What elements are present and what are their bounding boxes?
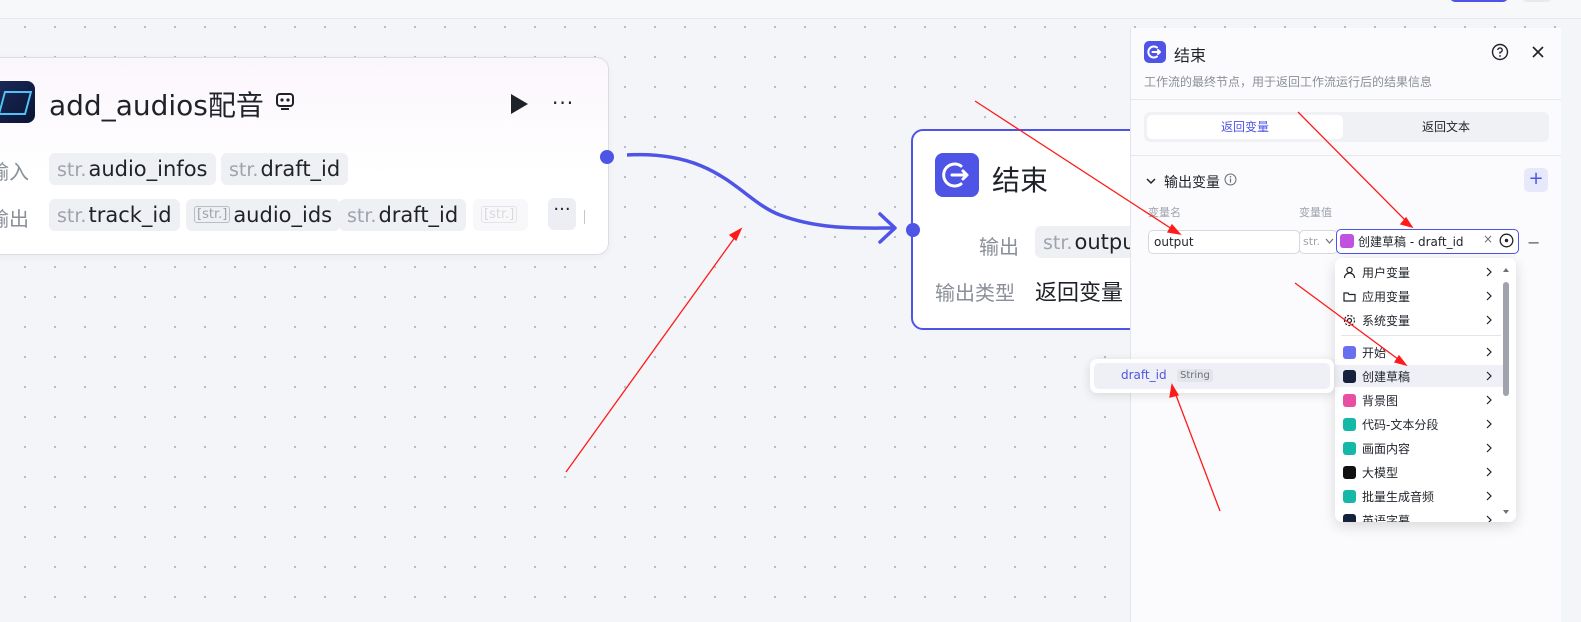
top-toolbar	[0, 0, 1581, 19]
node-title: 结束	[992, 164, 1049, 197]
chevron-right-icon	[1486, 491, 1492, 501]
annotation-arrow	[565, 232, 739, 473]
variable-name-input[interactable]: output	[1148, 230, 1300, 254]
output-type-label: 输出类型	[935, 281, 1015, 305]
dropdown-item-system-variables[interactable]: 系统变量	[1335, 309, 1505, 331]
return-mode-tabs: 返回变量 返回文本	[1144, 112, 1549, 142]
scrollbar-thumb[interactable]	[1503, 282, 1509, 396]
output-port[interactable]	[600, 150, 614, 164]
variable-type-select[interactable]: str.	[1299, 230, 1338, 254]
exit-icon	[1147, 45, 1161, 59]
node-title: add_audios配音	[49, 89, 264, 122]
dropdown-item-node-code[interactable]: 代码-文本分段	[1335, 413, 1505, 435]
chevron-right-icon	[1486, 291, 1492, 301]
dropdown-item-user-variables[interactable]: 用户变量	[1335, 261, 1505, 283]
reference-value: 创建草稿 - draft_id	[1358, 235, 1464, 249]
annotation-arrowhead	[728, 227, 743, 242]
output-type-value: 返回变量	[1035, 281, 1124, 306]
input-row-label: 输入	[0, 160, 29, 184]
info-icon[interactable]	[1224, 173, 1237, 186]
more-outputs-button[interactable]: ···	[548, 198, 576, 230]
chevron-down-icon	[1325, 238, 1334, 244]
output-param-tag: str.track_id	[49, 199, 180, 231]
node-create-draft-icon	[1340, 234, 1354, 248]
toolbar-primary-button[interactable]	[1450, 0, 1508, 2]
dropdown-item-node-subtitles[interactable]: 英语字幕	[1335, 509, 1505, 522]
folder-icon	[1343, 292, 1356, 302]
field-name: draft_id	[1121, 368, 1167, 382]
chevron-right-icon	[1486, 443, 1492, 453]
dropdown-item-node-scene[interactable]: 画面内容	[1335, 437, 1505, 459]
plugin-logo-icon	[0, 81, 35, 123]
layers-icon	[1343, 442, 1356, 455]
submenu-item-draft-id[interactable]: draft_id String	[1094, 363, 1330, 389]
chevron-right-icon	[1486, 467, 1492, 477]
dropdown-item-node-llm[interactable]: 大模型	[1335, 461, 1505, 483]
dropdown-item-node-create-draft[interactable]: 创建草稿	[1335, 365, 1505, 387]
chevron-right-icon	[1486, 315, 1492, 325]
gear-icon	[1343, 314, 1356, 327]
divider	[1131, 155, 1561, 156]
tab-return-text[interactable]: 返回文本	[1421, 120, 1470, 134]
start-node-icon	[1343, 346, 1356, 359]
code-icon	[1343, 418, 1356, 431]
chevron-right-icon	[1486, 347, 1492, 357]
dropdown-item-app-variables[interactable]: 应用变量	[1335, 285, 1505, 307]
add-variable-button[interactable]: +	[1524, 168, 1548, 192]
scroll-up-icon[interactable]	[1502, 266, 1510, 274]
output-row-label: 输出	[979, 235, 1019, 259]
scroll-down-icon[interactable]	[1502, 508, 1510, 516]
toolbar-secondary-button[interactable]	[1522, 0, 1552, 2]
clear-reference-icon[interactable]: ×	[1483, 232, 1494, 246]
divider	[1341, 335, 1501, 336]
section-title: 输出变量	[1164, 175, 1220, 191]
input-param-tag: str.draft_id	[221, 153, 349, 185]
output-row-label: 输出	[0, 207, 29, 231]
help-icon[interactable]	[1491, 43, 1509, 61]
variable-picker-dropdown: 用户变量 应用变量 系统变量 开始 创建草稿 背景图 代码-文本分段 画面内容	[1335, 258, 1516, 522]
plugin-logo-icon	[1343, 514, 1356, 522]
play-icon[interactable]	[508, 92, 530, 116]
output-param-tag: str.outpu	[1035, 226, 1144, 258]
divider	[584, 210, 585, 224]
loop-icon	[1343, 490, 1356, 503]
node-add-audios[interactable]: add_audios配音 ··· 输入 str.audio_infos str.…	[0, 57, 609, 255]
field-type-badge: String	[1177, 369, 1213, 382]
chevron-right-icon	[1486, 515, 1492, 522]
more-options-icon[interactable]: ···	[552, 91, 575, 115]
plugin-api-icon	[276, 93, 294, 110]
variable-reference-input[interactable]: 创建草稿 - draft_id ×	[1336, 229, 1519, 254]
chevron-right-icon	[1486, 419, 1492, 429]
end-node-icon	[935, 153, 979, 197]
end-node-icon	[1144, 41, 1166, 63]
output-field-submenu: draft_id String	[1090, 359, 1334, 393]
chevron-right-icon	[1486, 395, 1492, 405]
user-icon	[1343, 266, 1356, 279]
panel-title: 结束	[1174, 46, 1207, 65]
image-node-icon	[1343, 394, 1356, 407]
exit-icon	[942, 162, 969, 188]
close-icon[interactable]	[1529, 43, 1547, 61]
output-param-tag: [str.]audio_ids	[186, 199, 341, 231]
chevron-right-icon	[1486, 267, 1492, 277]
llm-icon	[1343, 466, 1356, 479]
remove-variable-button[interactable]: −	[1527, 233, 1541, 252]
divider	[1131, 99, 1561, 100]
input-param-tag: str.audio_infos	[49, 153, 216, 185]
tab-return-variable[interactable]: 返回变量	[1147, 115, 1343, 139]
dropdown-item-node-start[interactable]: 开始	[1335, 341, 1505, 363]
panel-description: 工作流的最终节点，用于返回工作流运行后的结果信息	[1144, 75, 1433, 89]
column-header-value: 变量值	[1299, 206, 1332, 219]
chevron-right-icon	[1486, 371, 1492, 381]
output-param-tag: [str.]	[473, 199, 529, 231]
scrollbar[interactable]	[1502, 266, 1510, 516]
chevron-down-icon[interactable]	[1145, 176, 1157, 186]
target-icon[interactable]	[1499, 233, 1514, 248]
column-header-name: 变量名	[1148, 206, 1181, 219]
dropdown-item-node-background[interactable]: 背景图	[1335, 389, 1505, 411]
output-param-tag: str.draft_id	[339, 199, 467, 231]
plugin-logo-icon	[1343, 370, 1356, 383]
input-port[interactable]	[906, 223, 920, 237]
dropdown-item-node-batch-audio[interactable]: 批量生成音频	[1335, 485, 1505, 507]
